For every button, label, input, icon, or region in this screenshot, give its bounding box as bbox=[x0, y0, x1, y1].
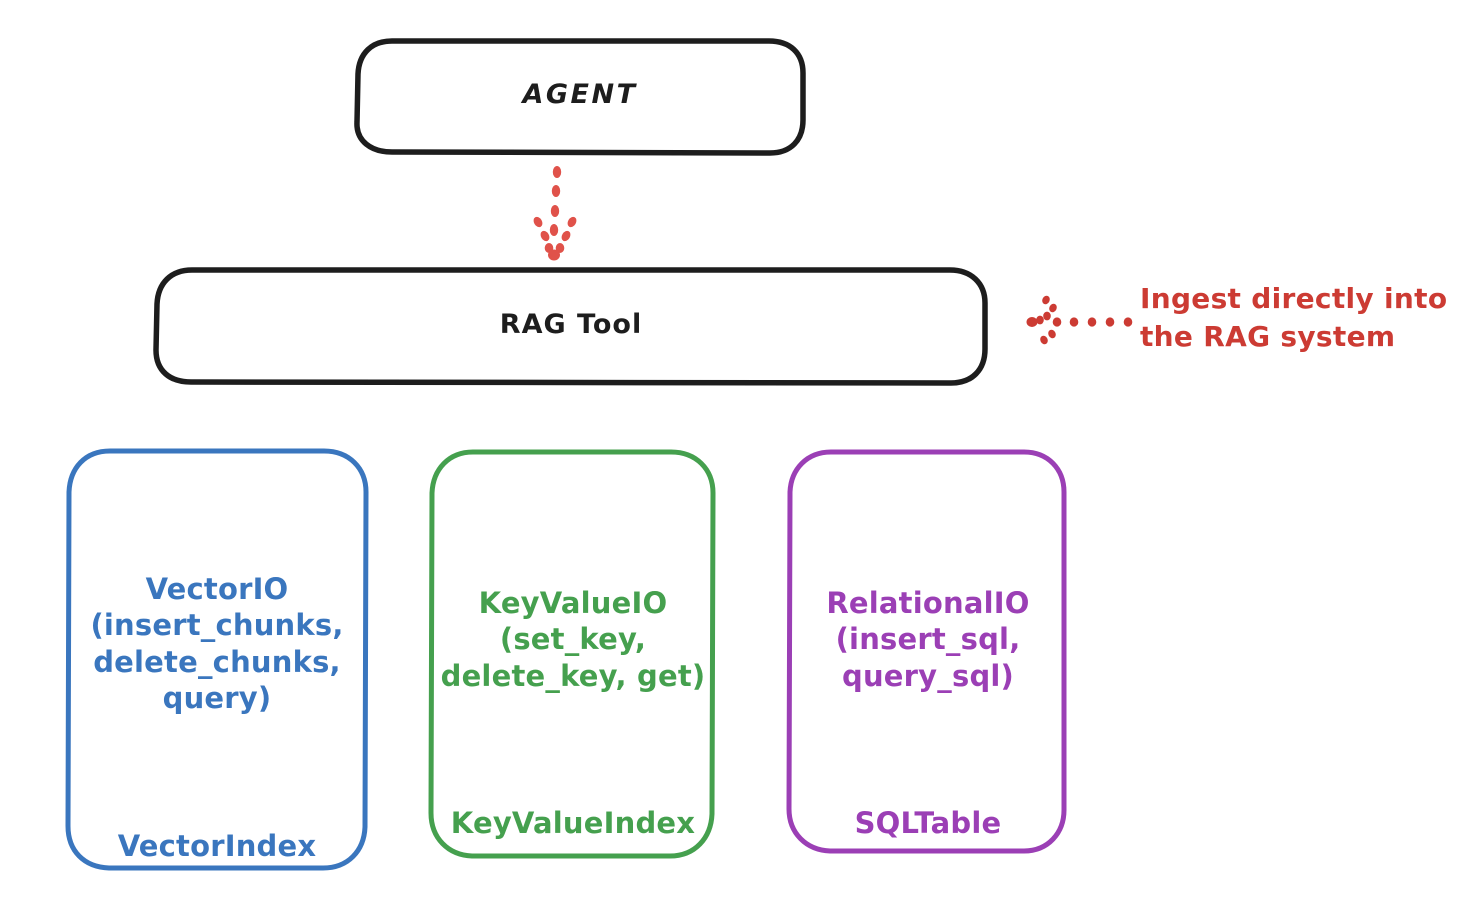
node-keyvalue-store[interactable] bbox=[428, 449, 716, 859]
rag-tool-box-outline bbox=[153, 267, 988, 386]
node-agent[interactable] bbox=[354, 38, 806, 156]
keyvalue-store-box-outline bbox=[428, 449, 716, 859]
node-relational-store[interactable] bbox=[786, 449, 1067, 854]
connector-agent-to-rag-tool bbox=[533, 166, 577, 261]
connector-ingest-arrow bbox=[1026, 295, 1133, 345]
agent-box-outline bbox=[354, 38, 806, 156]
vector-store-box-outline bbox=[65, 448, 369, 871]
relational-store-box-outline bbox=[786, 449, 1067, 854]
node-vector-store[interactable] bbox=[65, 448, 369, 871]
node-rag-tool[interactable] bbox=[153, 267, 988, 386]
